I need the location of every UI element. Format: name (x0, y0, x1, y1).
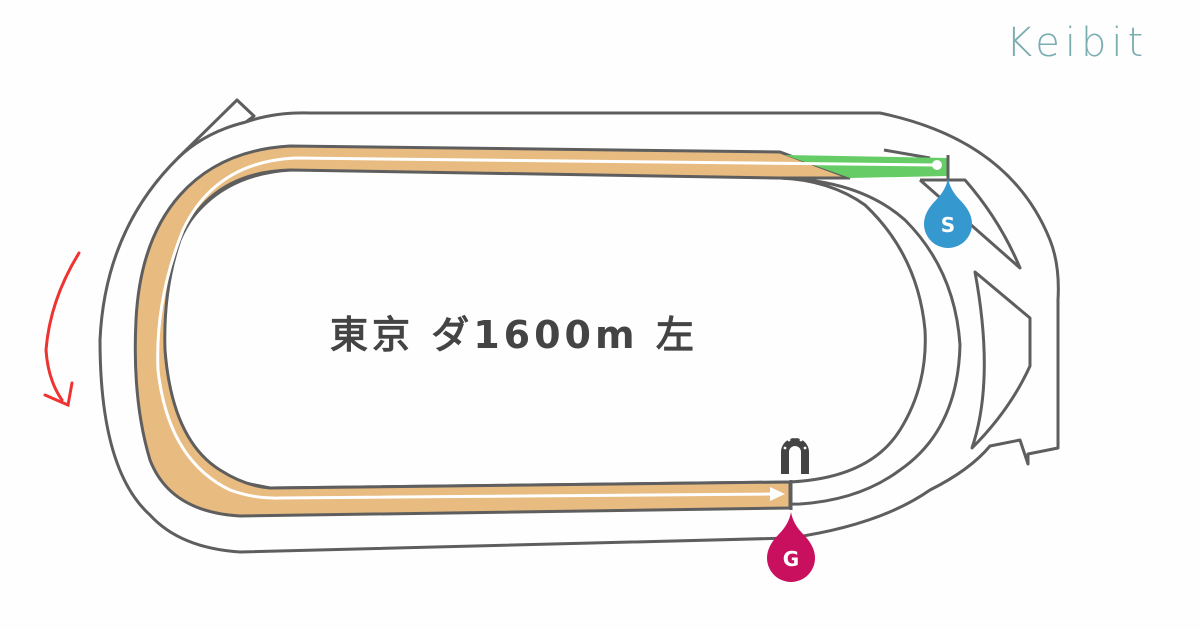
start-chute (785, 155, 948, 178)
start-label: S (941, 213, 955, 237)
start-point-dot (932, 160, 942, 170)
path-arrowhead (770, 487, 785, 501)
course-title: 東京 ダ1600m 左 (330, 313, 698, 357)
goal-marker: G (767, 512, 815, 582)
start-marker: S (924, 178, 972, 248)
brand-logo: Keibit (1006, 20, 1149, 66)
direction-arrow-icon (43, 251, 81, 408)
running-path (156, 156, 938, 500)
goal-label: G (783, 547, 799, 571)
horseshoe-icon (781, 435, 809, 474)
